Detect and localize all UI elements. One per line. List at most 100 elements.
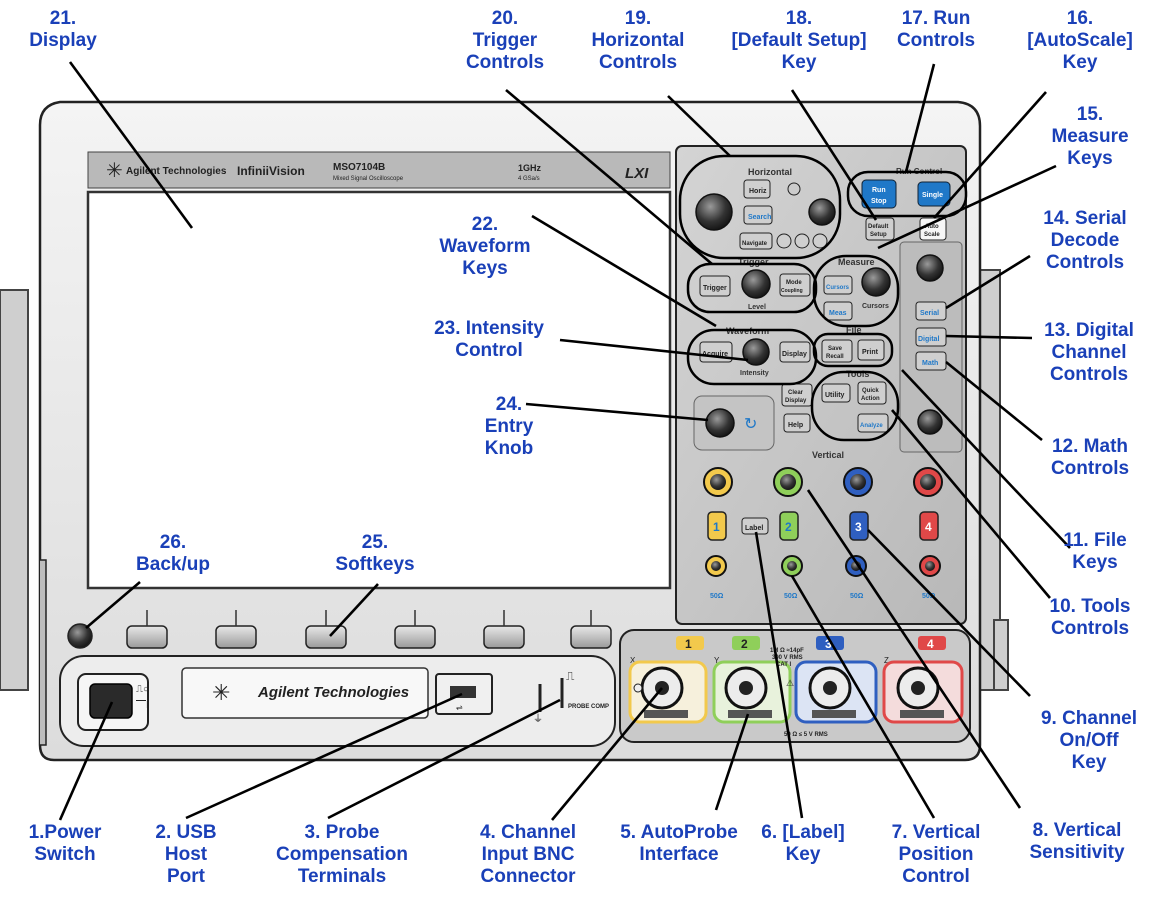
multiplexed-position-knob[interactable] bbox=[917, 409, 943, 435]
svg-text:Scale: Scale bbox=[924, 232, 940, 238]
svg-text:Display: Display bbox=[782, 351, 807, 358]
math-key[interactable] bbox=[915, 351, 947, 371]
label-key[interactable] bbox=[741, 517, 769, 535]
svg-text:Default: Default bbox=[868, 224, 888, 230]
cursors-knob[interactable] bbox=[861, 267, 891, 297]
fifty-ohm-rating: 50 Ω ≤ 5 V RMS bbox=[784, 732, 828, 738]
horizontal-scale-knob[interactable] bbox=[695, 193, 733, 231]
help-key[interactable] bbox=[783, 413, 811, 433]
meas-key[interactable] bbox=[823, 301, 853, 321]
entry-rotate-icon: ↻ bbox=[744, 416, 757, 433]
leader-12 bbox=[945, 360, 1043, 442]
navigate-back-key[interactable] bbox=[776, 233, 792, 249]
callout-entry-knob: 24. Entry Knob bbox=[484, 394, 534, 459]
svg-text:Measure: Measure bbox=[838, 257, 875, 267]
ch4-on-off-key[interactable] bbox=[919, 511, 939, 541]
utility-key[interactable] bbox=[821, 383, 851, 403]
brand-bandwidth: 1GHz bbox=[518, 163, 542, 173]
probe-comp-terminals[interactable]: PROBE COMP ⎍ ⏚ bbox=[533, 669, 609, 725]
ground-icon: ⏚ bbox=[533, 713, 543, 725]
lxi-logo: LXI bbox=[625, 165, 649, 182]
navigate-key[interactable] bbox=[739, 232, 773, 250]
horizontal-position-knob[interactable] bbox=[808, 198, 836, 226]
callout-file-keys: 11. File Keys bbox=[1063, 530, 1127, 573]
entry-knob[interactable] bbox=[705, 408, 735, 438]
display-key[interactable] bbox=[779, 341, 811, 363]
ch2-50ohm-label: 50Ω bbox=[784, 593, 798, 600]
svg-text:Run: Run bbox=[872, 187, 886, 194]
softkey-2[interactable] bbox=[215, 625, 257, 649]
svg-text:4: 4 bbox=[925, 520, 932, 534]
analyze-key[interactable] bbox=[857, 413, 889, 433]
svg-text:Horiz: Horiz bbox=[749, 188, 767, 195]
svg-text:2: 2 bbox=[741, 637, 748, 651]
brand-sparkle-icon: ✳ bbox=[106, 160, 123, 182]
trigger-key[interactable] bbox=[699, 275, 731, 297]
cursors-key[interactable] bbox=[823, 275, 853, 295]
brand-model-sub: Mixed Signal Oscilloscope bbox=[333, 176, 404, 182]
channel-3-input[interactable]: 3 bbox=[794, 636, 878, 724]
leader-5 bbox=[714, 713, 750, 811]
quick-action-key[interactable] bbox=[857, 381, 887, 405]
svg-text:Stop: Stop bbox=[871, 198, 887, 205]
trigger-outline bbox=[686, 262, 818, 314]
print-key[interactable] bbox=[857, 339, 885, 361]
single-key[interactable] bbox=[917, 181, 951, 207]
multiplexed-scale-knob[interactable] bbox=[916, 254, 944, 282]
file-outline bbox=[812, 332, 894, 368]
save-recall-key[interactable] bbox=[821, 339, 853, 363]
softkey-3[interactable] bbox=[305, 625, 347, 649]
right-foot bbox=[993, 619, 1009, 691]
callout-vertical-sensitivity: 8. Vertical Sensitivity bbox=[1029, 820, 1125, 863]
ch2-on-off-key[interactable] bbox=[779, 511, 799, 541]
intensity-knob[interactable] bbox=[742, 338, 770, 366]
svg-text:Quick: Quick bbox=[862, 388, 879, 394]
power-on-icon: ⎺I bbox=[136, 699, 149, 711]
search-key[interactable] bbox=[743, 205, 773, 225]
run-stop-key[interactable] bbox=[861, 179, 897, 209]
svg-text:Display: Display bbox=[785, 398, 807, 404]
ch1-on-off-key[interactable] bbox=[707, 511, 727, 541]
callout-vertical-position: 7. Vertical Position Control bbox=[891, 822, 981, 887]
callout-channel-on-off: 9. Channel On/Off Key bbox=[1040, 708, 1138, 773]
softkey-6[interactable] bbox=[570, 625, 612, 649]
svg-text:Cursors: Cursors bbox=[826, 285, 850, 291]
leader-lines bbox=[58, 61, 1071, 821]
navigate-stop-key[interactable] bbox=[794, 233, 810, 249]
callout-bnc-connector: 4. Channel Input BNC Connector bbox=[479, 822, 577, 887]
softkey-5[interactable] bbox=[483, 625, 525, 649]
trigger-level-knob[interactable] bbox=[741, 269, 771, 299]
vertical-section: Vertical 1 Label 2 3 4 50Ω 50Ω 50Ω 50Ω bbox=[703, 450, 943, 600]
callout-math-controls: 12. Math Controls bbox=[1050, 436, 1130, 479]
brand-maker: Agilent Technologies bbox=[126, 166, 227, 177]
zoom-key[interactable] bbox=[787, 182, 801, 196]
serial-key[interactable] bbox=[915, 301, 947, 321]
channel-2-input[interactable]: 2 Y bbox=[712, 636, 792, 724]
svg-text:Trigger: Trigger bbox=[703, 285, 727, 292]
brand-bar bbox=[87, 151, 671, 189]
usb-icon: ⇌ bbox=[456, 703, 463, 712]
autoprobe-interface-4 bbox=[900, 710, 944, 718]
softkey-4[interactable] bbox=[394, 625, 436, 649]
horizontal-section: Horizontal Horiz Search Navigate bbox=[695, 167, 836, 250]
leader-25 bbox=[329, 583, 379, 637]
tools-outline bbox=[810, 370, 900, 442]
brand-sample-rate: 4 GSa/s bbox=[518, 176, 540, 182]
callout-serial-decode: 14. Serial Decode Controls bbox=[1043, 208, 1127, 273]
leader-16 bbox=[933, 91, 1047, 219]
horiz-key[interactable] bbox=[743, 179, 771, 199]
left-face bbox=[40, 559, 47, 746]
mode-coupling-key[interactable] bbox=[779, 273, 811, 297]
callout-display: 21. Display bbox=[29, 8, 97, 51]
callout-run-controls: 17. Run Controls bbox=[896, 8, 976, 51]
file-section: File Save Recall Print bbox=[821, 325, 885, 363]
ch3-on-off-key[interactable] bbox=[849, 511, 869, 541]
leader-23 bbox=[559, 338, 749, 362]
svg-text:4: 4 bbox=[927, 637, 934, 651]
default-setup-key[interactable] bbox=[865, 217, 895, 241]
navigate-forward-key[interactable] bbox=[812, 233, 828, 249]
autoprobe-interface-3 bbox=[812, 710, 856, 718]
power-switch[interactable] bbox=[89, 683, 133, 719]
softkey-1[interactable] bbox=[126, 625, 168, 649]
back-up-key[interactable] bbox=[67, 623, 93, 649]
